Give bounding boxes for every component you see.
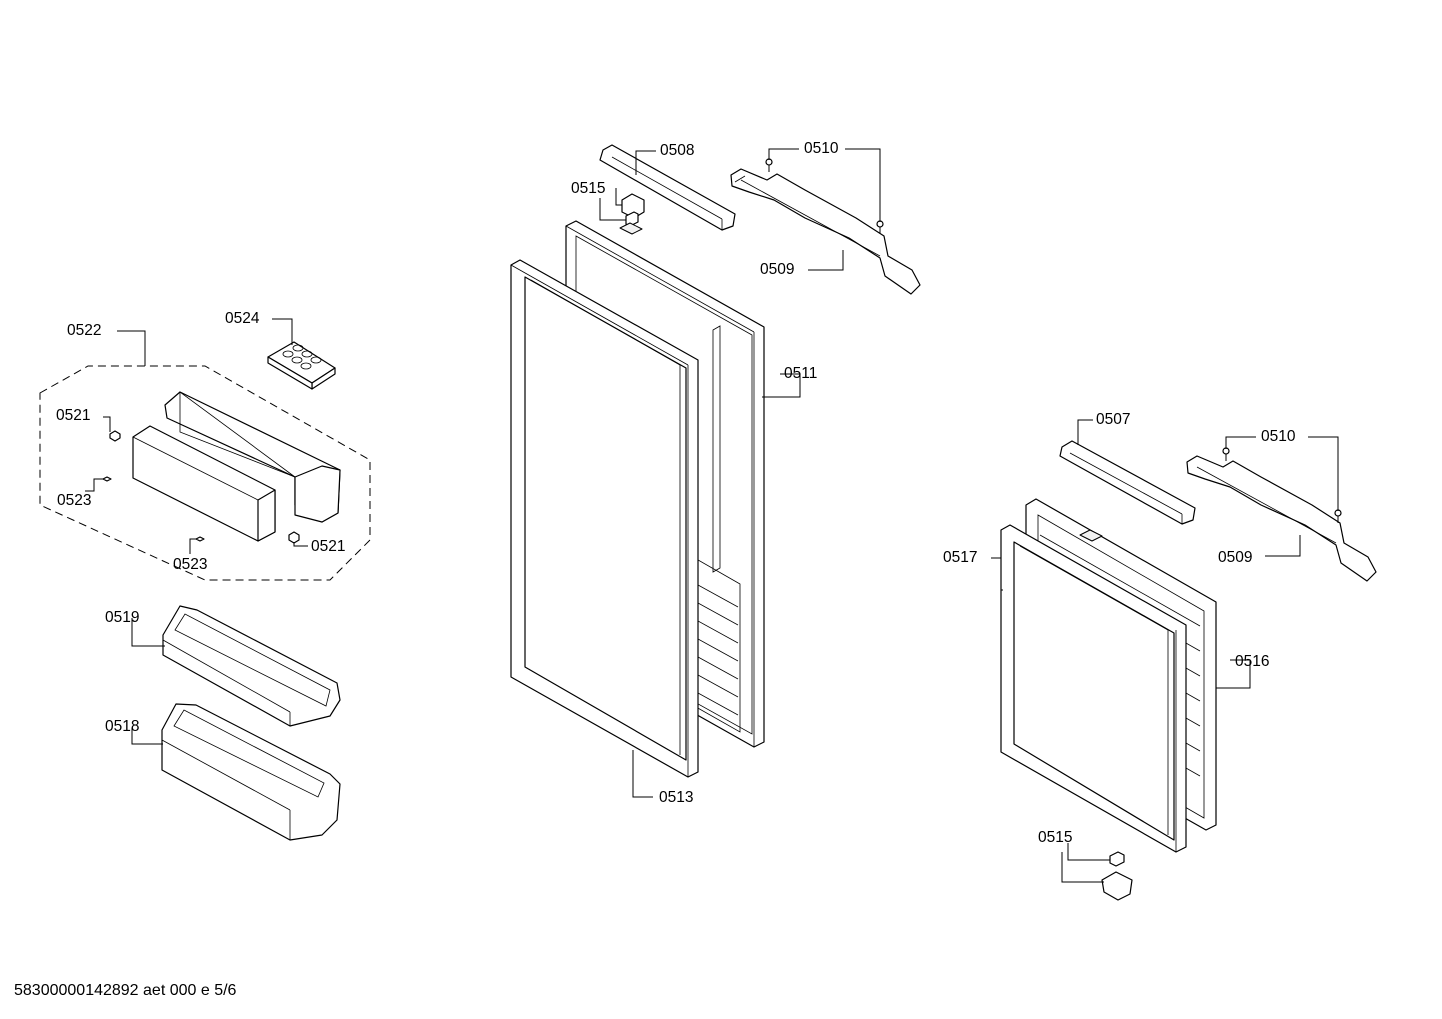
label-0522: 0522: [67, 322, 102, 339]
part-0524-egg-tray: [267, 341, 336, 390]
part-0518-door-bin: [161, 703, 341, 841]
label-0515-lower: 0515: [1038, 829, 1073, 846]
part-0521-clip-b: [288, 531, 300, 544]
label-0507: 0507: [1096, 411, 1131, 428]
part-0515-cap-top: [621, 193, 645, 227]
label-0513: 0513: [659, 789, 694, 806]
part-0513-door-gasket: [510, 259, 699, 778]
label-0517: 0517: [943, 549, 978, 566]
screw-0510-lower-a: [1222, 447, 1230, 461]
label-0523-b: 0523: [173, 556, 208, 573]
leader-lines: [85, 148, 1339, 883]
part-0509-hinge-bracket-lower: [1186, 455, 1377, 582]
label-0524: 0524: [225, 310, 260, 327]
label-0508: 0508: [660, 142, 695, 159]
part-0522-shelf-front: [132, 425, 276, 542]
label-0521-a: 0521: [56, 407, 91, 424]
screw-0510-top-b: [876, 220, 884, 234]
part-0515-cap-lower: [1101, 851, 1133, 901]
label-0521-b: 0521: [311, 538, 346, 555]
label-0523-a: 0523: [57, 492, 92, 509]
part-0521-clip-a: [109, 430, 121, 442]
group-0522-outline: [39, 365, 371, 581]
label-0515-top: 0515: [571, 180, 606, 197]
part-0523-pin-b: [195, 536, 205, 542]
part-0507-trim-strip: [1059, 440, 1196, 525]
part-0508-trim-strip: [599, 144, 736, 231]
label-0519: 0519: [105, 609, 140, 626]
screw-0510-top-a: [765, 158, 773, 172]
label-0518: 0518: [105, 718, 140, 735]
label-0511: 0511: [784, 365, 818, 382]
part-0523-pin-a: [102, 476, 112, 482]
part-0522-shelf-rear: [164, 391, 341, 523]
document-id-footer: 58300000142892 aet 000 e 5/6: [14, 982, 237, 999]
label-0510-lower: 0510: [1261, 428, 1296, 445]
label-0516: 0516: [1235, 653, 1270, 670]
part-0519-door-bin: [162, 605, 341, 727]
label-0509-lower: 0509: [1218, 549, 1253, 566]
part-0517-freezer-gasket: [1000, 524, 1187, 853]
label-0510-top: 0510: [804, 140, 839, 157]
label-0509-top: 0509: [760, 261, 795, 278]
part-0509-hinge-bracket-top: [730, 168, 921, 295]
